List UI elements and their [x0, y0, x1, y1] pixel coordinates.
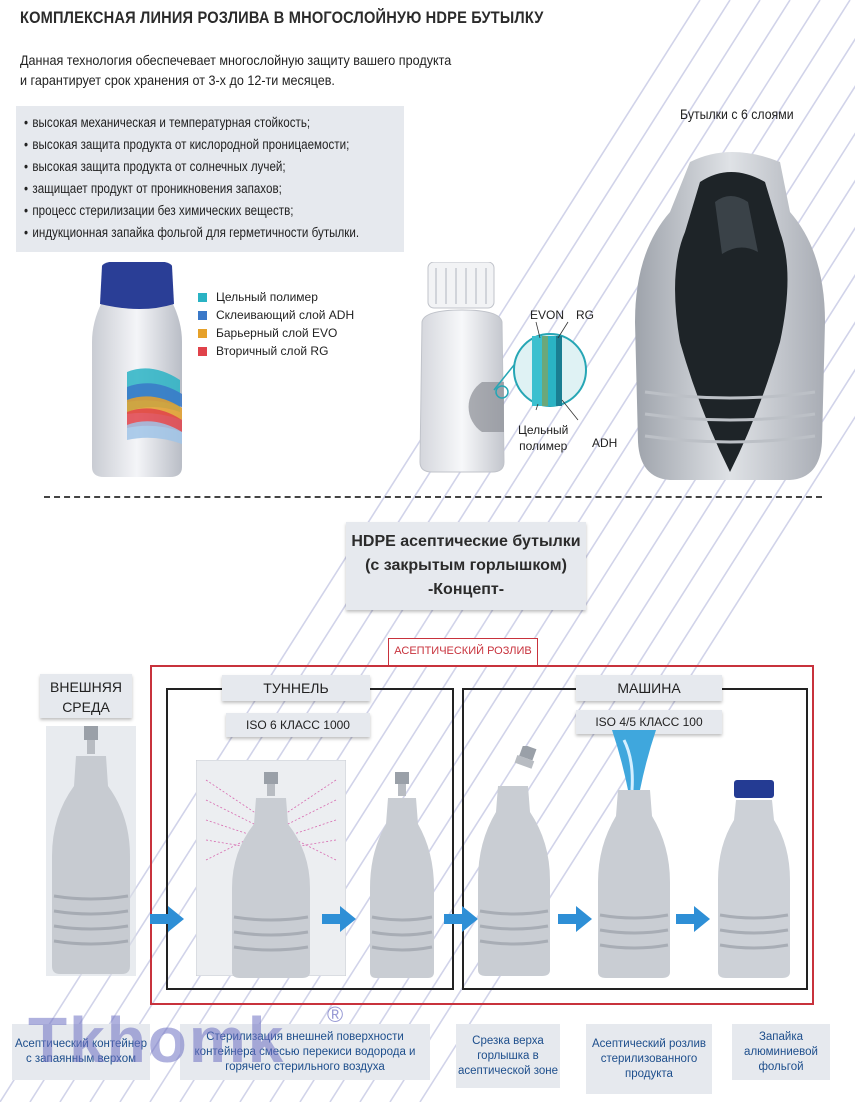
arrow-right-icon: [558, 906, 592, 932]
six-layer-bottle-cutaway: [635, 152, 825, 480]
legend-entry: Барьерный слой EVO: [198, 324, 354, 342]
registered-mark: ®: [327, 1002, 344, 1027]
label-solid-polymer: Цельный полимер: [518, 423, 569, 453]
tunnel-iso-class: ISO 6 КЛАСС 1000: [226, 713, 370, 737]
concept-line-1: HDPE асептические бутылки: [351, 533, 581, 550]
six-layer-bottle-label: Бутылки с 6 слоями: [680, 106, 794, 122]
sealed-bottle-1: [46, 726, 136, 976]
intro-line-2: и гарантирует срок хранения от 3-х до 12…: [20, 72, 335, 88]
benefit-item: высокая механическая и температурная сто…: [24, 112, 351, 134]
machine-label: МАШИНА: [576, 675, 722, 701]
layer-legend: Цельный полимер Склеивающий слой ADH Бар…: [198, 288, 354, 360]
bottle-3: [370, 772, 434, 978]
arrow-right-icon: [444, 906, 478, 932]
intro-text: Данная технология обеспечевает многослой…: [20, 50, 451, 90]
aseptic-filling-label: АСЕПТИЧЕСКИЙ РОЗЛИВ: [388, 638, 538, 666]
sterilized-bottle-2: [232, 772, 310, 978]
arrow-right-icon: [676, 906, 710, 932]
step-caption-5: Запайка алюминиевой фольгой: [732, 1024, 830, 1080]
cut-neck-bottle-4: [478, 746, 550, 976]
legend-entry: Цельный полимер: [198, 288, 354, 306]
arrow-right-icon: [322, 906, 356, 932]
intro-line-1: Данная технология обеспечевает многослой…: [20, 52, 452, 68]
arrow-right-icon: [150, 906, 184, 932]
step-caption-3: Срезка верха горлышка в асептической зон…: [456, 1024, 560, 1088]
step-caption-2: Стерилизация внешней поверхности контейн…: [180, 1024, 430, 1080]
label-rg: RG: [576, 308, 594, 322]
step-caption-1: Асептический контейнер с запаянным верхо…: [12, 1024, 150, 1080]
benefit-item: высокая защита продукта от кислородной п…: [24, 134, 351, 156]
label-evon: EVON: [530, 308, 565, 322]
concept-line-2: (с закрытым горлышком): [365, 557, 567, 574]
layered-bottle-illustration: [92, 262, 182, 477]
benefit-item: защищает продукт от проникновения запахо…: [24, 178, 351, 200]
layer-crosssection-zoom: [493, 321, 587, 421]
outside-environment-label: ВНЕШНЯЯ СРЕДА: [40, 674, 132, 718]
section-divider: [44, 496, 822, 498]
step-caption-4: Асептический розлив стерилизованного про…: [586, 1024, 712, 1094]
aseptic-filling-frame: [150, 665, 814, 1005]
benefit-item: высокая защита продукта от солнечных луч…: [24, 156, 351, 178]
jar-illustration: [419, 262, 505, 473]
legend-entry: Склеивающий слой ADH: [198, 306, 354, 324]
benefit-item: индукционная запайка фольгой для гермети…: [24, 222, 359, 244]
watermark-logo: Tkhomk: [28, 1004, 286, 1076]
page-title: КОМПЛЕКСНАЯ ЛИНИЯ РОЗЛИВА В МНОГОСЛОЙНУЮ…: [20, 8, 544, 27]
tunnel-label: ТУННЕЛЬ: [222, 675, 370, 701]
benefits-list: высокая механическая и температурная сто…: [16, 106, 404, 252]
sealed-bottle-6: [718, 780, 790, 978]
legend-entry: Вторичный слой RG: [198, 342, 354, 360]
filling-bottle-5: [598, 730, 670, 978]
label-adh: ADH: [592, 436, 618, 450]
benefit-item: процесс стерилизации без химических веще…: [24, 200, 351, 222]
concept-title-box: HDPE асептические бутылки (с закрытым го…: [346, 522, 586, 610]
concept-line-3: -Концепт-: [427, 581, 505, 598]
